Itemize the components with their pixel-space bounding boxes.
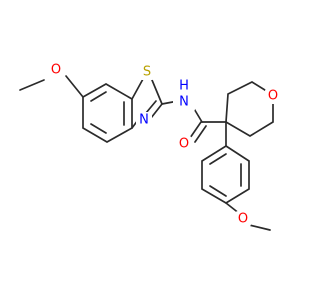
amide-h-label: H [179,79,189,94]
thiazole-bond-s-c2 [151,79,163,105]
bond-o-ring [65,75,84,98]
carbonyl-double-bond-b [194,125,207,143]
o-methoxy-1-bg [48,62,64,78]
thiazole-bond-c-s [131,78,144,100]
carbonyl-double-bond-a [189,121,202,139]
oxane-o-label: O [268,89,278,104]
bond-methyl-o [19,79,45,91]
o-methoxy-2-label: O [238,212,248,227]
phenyl-inner-bond-1 [209,153,227,165]
s-thiazole-label: S [143,65,151,80]
s-thiazole-bg [139,64,155,80]
bonds [19,75,274,231]
amide-nh-bg [173,81,195,112]
structure-drawing: O S N H N O O O [19,62,281,231]
n-thiazole-label: N [139,113,149,128]
carbonyl-o-label: O [179,137,189,152]
thiazole-bond-c2-n [150,103,163,119]
atom-labels: O S N H N O O O [48,62,281,227]
n-thiazole-bg [136,112,152,128]
benzene-inner-bond-3 [90,123,107,134]
amide-n-label: N [179,95,189,110]
benzene-inner-bond-1 [90,91,107,102]
molecule-canvas: O S N H N O O O [19,62,281,231]
o-methoxy-1-label: O [51,63,61,78]
thiazole-bond-c2-n-inner [145,100,157,114]
phenyl-inner-bond-3 [209,185,227,197]
carbonyl-o-bg [176,136,192,152]
o-methoxy-2-bg [235,211,251,227]
oxane-o-bg [265,88,281,104]
